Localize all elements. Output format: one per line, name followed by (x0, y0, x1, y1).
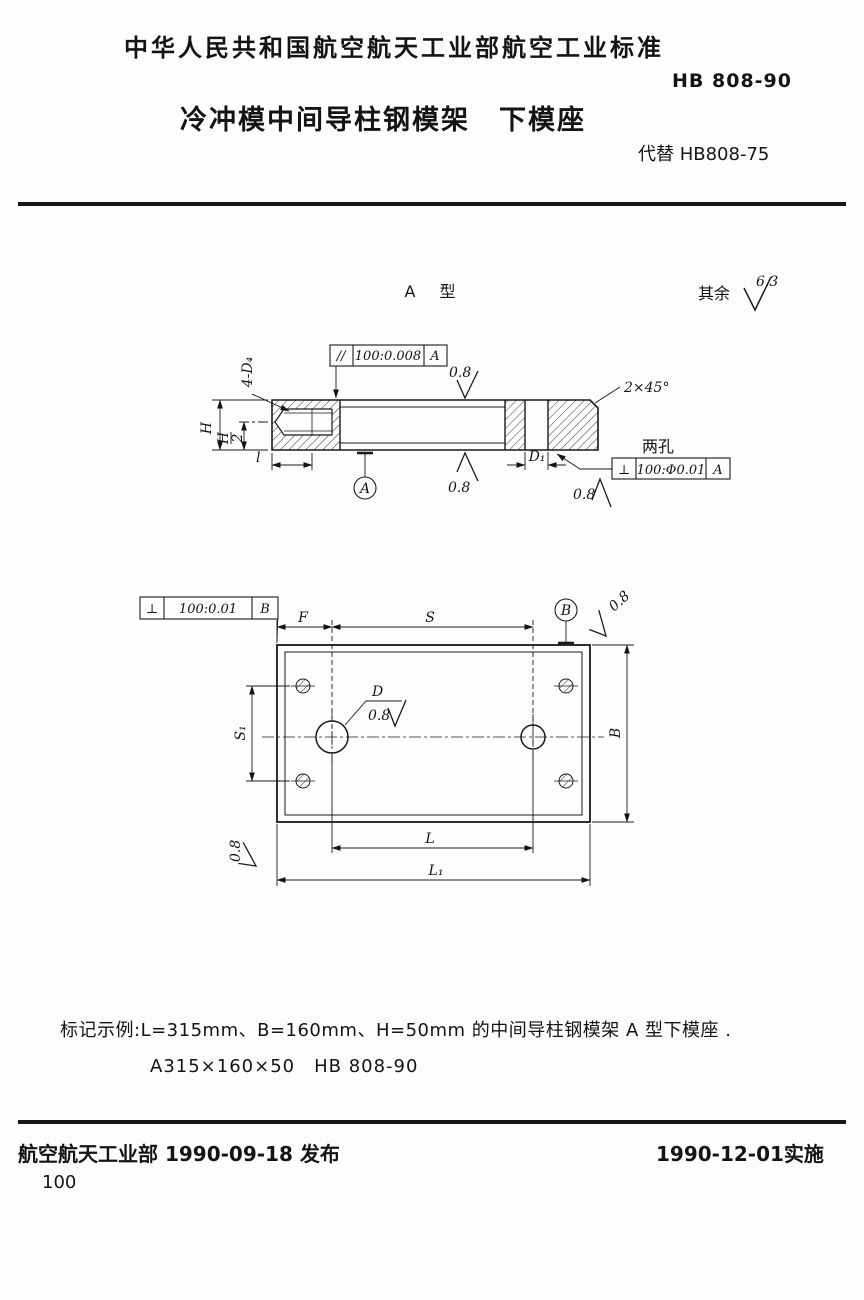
datum-b-letter: B (560, 603, 571, 619)
rest-roughness-label: 其余 (698, 284, 730, 303)
leader-4d4 (251, 393, 290, 412)
marking-example-line2: A315×160×50 HB 808-90 (150, 1056, 419, 1077)
label-h-over-2: H 2 (216, 431, 246, 445)
roughness-icon (387, 699, 407, 728)
centerlines (262, 710, 604, 764)
roughness-bottom-value: 0.8 (448, 480, 470, 496)
roughness-icon (238, 842, 258, 867)
datum-a-letter: A (358, 481, 370, 497)
perp-symbol-side: ⊥ (618, 463, 630, 478)
label-d1: D₁ (528, 449, 546, 465)
perp-datum-plan: B (259, 602, 270, 617)
roughness-icon (456, 370, 479, 400)
label-h: H (199, 421, 215, 435)
label-s: S (425, 610, 435, 626)
leader-d (344, 700, 402, 726)
parallelism-tolerance: 100:0.008 (355, 349, 421, 364)
label-l1: L₁ (428, 863, 444, 879)
plan-view-geometry (262, 644, 604, 823)
roughness-icon (456, 451, 479, 482)
rest-roughness-value: 6.3 (756, 274, 778, 290)
side-view-dimensions (212, 276, 772, 508)
replaces-note: 代替 HB808-75 (638, 144, 770, 165)
parallelism-datum: A (429, 349, 439, 364)
corner-screw-holes (291, 678, 578, 789)
label-s1: S₁ (233, 725, 249, 740)
roughness-top-value: 0.8 (449, 365, 471, 381)
roughness-rest-icon (743, 276, 772, 312)
document-title: 冷冲模中间导柱钢模架 下模座 (180, 105, 586, 136)
svg-text:H: H (216, 431, 232, 445)
perpendicularity-frame-sideview (611, 457, 731, 480)
footer-published: 航空航天工业部 1990-09-18 发布 (18, 1142, 340, 1166)
leader-chamfer (594, 386, 621, 404)
perp-tolerance-plan: 100:0.01 (179, 602, 237, 617)
type-a-label: A 型 (405, 282, 460, 301)
footer-implemented: 1990-12-01实施 (656, 1142, 824, 1166)
label-4d4: 4-D₄ (240, 356, 256, 388)
perp-datum-side: A (712, 463, 722, 478)
side-view-geometry (271, 399, 599, 451)
standard-number: HB 808-90 (672, 70, 792, 92)
label-f: F (297, 610, 309, 626)
label-b: B (608, 728, 624, 739)
label-l-small: l (256, 450, 260, 466)
standard-org-line: 中华人民共和国航空航天工业部航空工业标准 (124, 34, 664, 62)
roughness-hole-value: 0.8 (573, 487, 595, 503)
roughness-d-value: 0.8 (368, 708, 390, 724)
chamfer-note: 2×45° (623, 380, 669, 396)
label-d: D (371, 684, 383, 700)
screw-hole-section (274, 408, 333, 436)
roughness-top-right-value: 0.8 (606, 588, 633, 615)
datum-b-circle (554, 598, 578, 622)
roughness-icon (589, 609, 607, 638)
perpendicularity-frame-planview (139, 596, 279, 620)
page-number: 100 (42, 1172, 77, 1193)
roughness-icon (591, 477, 612, 508)
perp-symbol-plan: ⊥ (146, 602, 158, 617)
parallelism-symbol: // (335, 349, 347, 364)
perp-tolerance-side: 100:Φ0.01 (637, 463, 706, 478)
marking-example-line1: 标记示例:L=315mm、B=160mm、H=50mm 的中间导柱钢模架 A 型… (60, 1020, 732, 1041)
label-l: L (424, 831, 434, 847)
parallelism-frame (329, 344, 448, 367)
two-holes-note: 两孔 (642, 437, 674, 456)
roughness-bottom-left-value: 0.8 (228, 840, 244, 862)
footer-rule (18, 1120, 846, 1124)
svg-text:2: 2 (230, 433, 246, 443)
datum-a-circle (353, 476, 377, 500)
header-rule (18, 202, 846, 206)
